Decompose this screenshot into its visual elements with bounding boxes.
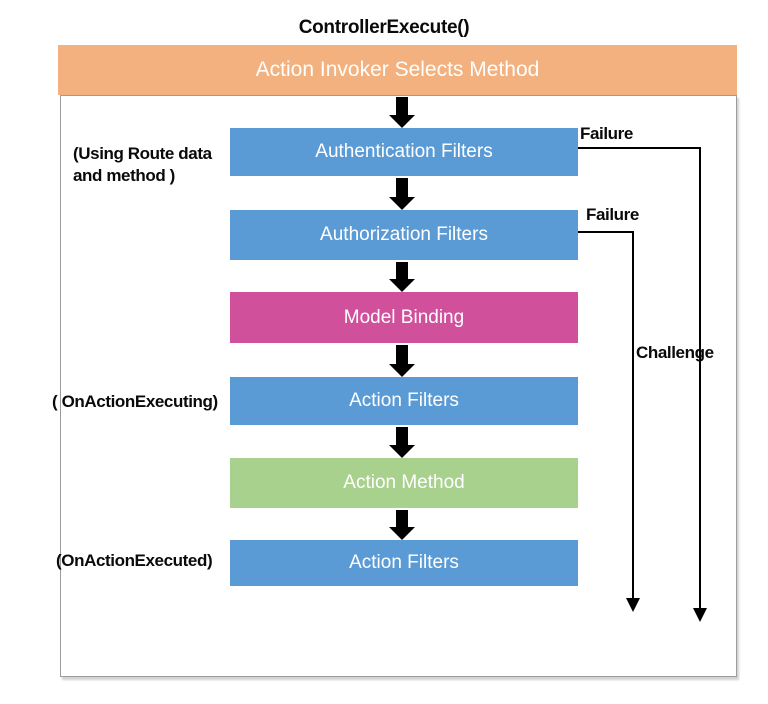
box-action-method: Action Method	[230, 458, 578, 508]
failure-connector-2-vertical	[632, 231, 634, 598]
arrow-shaft	[396, 178, 408, 197]
arrow-head-icon	[389, 279, 415, 292]
box-authorization-filters: Authorization Filters	[230, 210, 578, 260]
action-invoker-banner: Action Invoker Selects Method	[58, 45, 737, 95]
arrow-head-icon	[389, 115, 415, 128]
box-model-binding: Model Binding	[230, 292, 578, 343]
down-arrow-3	[389, 262, 415, 292]
box-action-filters-executed: Action Filters	[230, 540, 578, 586]
down-arrow-6	[389, 510, 415, 540]
arrow-head-icon	[389, 197, 415, 210]
note-on-action-executing: ( OnActionExecuting)	[52, 392, 218, 411]
failure-connector-1-horizontal	[578, 147, 701, 149]
label-failure-authentication: Failure	[580, 124, 633, 143]
failure-connector-1-vertical	[699, 147, 701, 608]
note-line-1: (Using Route data	[73, 144, 212, 163]
failure-connector-2-arrowhead-icon	[626, 598, 640, 612]
down-arrow-5	[389, 427, 415, 458]
arrow-shaft	[396, 97, 408, 115]
pipeline-frame	[60, 95, 737, 677]
arrow-shaft	[396, 427, 408, 445]
box-action-filters-executing: Action Filters	[230, 377, 578, 425]
arrow-shaft	[396, 510, 408, 527]
note-using-route-data: (Using Route data and method )	[73, 143, 212, 187]
down-arrow-4	[389, 345, 415, 377]
label-challenge: Challenge	[636, 343, 714, 362]
note-on-action-executed: (OnActionExecuted)	[56, 551, 213, 570]
box-authentication-filters: Authentication Filters	[230, 128, 578, 176]
note-line-2: and method )	[73, 166, 175, 185]
down-arrow-1	[389, 97, 415, 128]
arrow-shaft	[396, 345, 408, 364]
arrow-head-icon	[389, 445, 415, 458]
failure-connector-2-horizontal	[578, 231, 634, 233]
failure-connector-1-arrowhead-icon	[693, 608, 707, 622]
arrow-head-icon	[389, 364, 415, 377]
down-arrow-2	[389, 178, 415, 210]
diagram-title: ControllerExecute()	[298, 17, 470, 38]
arrow-head-icon	[389, 527, 415, 540]
label-failure-authorization: Failure	[586, 205, 639, 224]
arrow-shaft	[396, 262, 408, 279]
